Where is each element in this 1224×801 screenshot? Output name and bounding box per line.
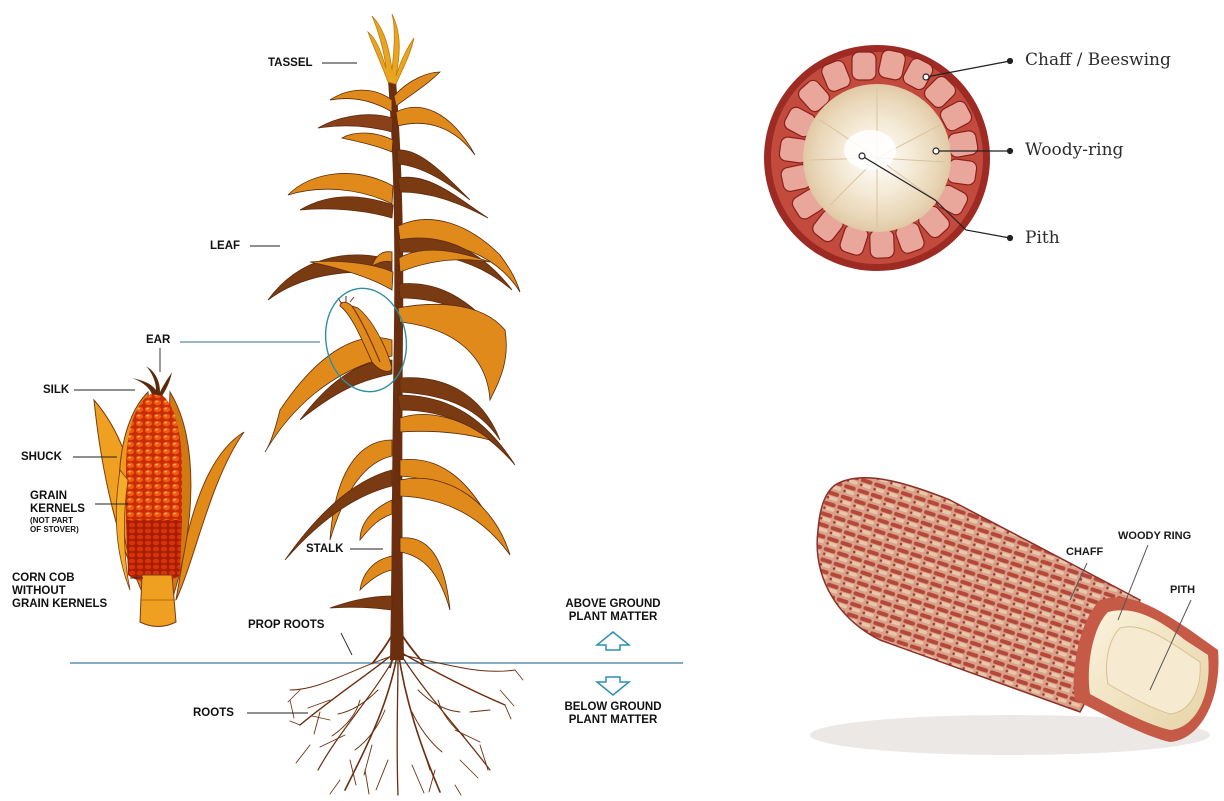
corn-cob-line-2: WITHOUT bbox=[12, 585, 107, 598]
cob-chaff-label: CHAFF bbox=[1066, 546, 1103, 558]
silk-label: SILK bbox=[43, 384, 69, 397]
tassel-label: TASSEL bbox=[268, 57, 313, 70]
ear-label: EAR bbox=[146, 334, 170, 347]
roots-graphic bbox=[288, 650, 523, 795]
down-arrow-icon bbox=[597, 677, 629, 695]
cob-photo-graphic bbox=[810, 478, 1218, 755]
pith-label: Pith bbox=[1025, 228, 1060, 248]
prop-roots-label: PROP ROOTS bbox=[248, 619, 324, 632]
below-ground-label: BELOW GROUND PLANT MATTER bbox=[538, 701, 688, 727]
grain-kernels-label: GRAIN KERNELS (NOT PART OF STOVER) bbox=[30, 490, 85, 534]
shuck-label: SHUCK bbox=[21, 451, 62, 464]
above-ground-line-1: ABOVE GROUND bbox=[538, 598, 688, 611]
woody-ring-label: Woody-ring bbox=[1025, 140, 1123, 160]
above-ground-label: ABOVE GROUND PLANT MATTER bbox=[538, 598, 688, 624]
above-ground-line-2: PLANT MATTER bbox=[538, 611, 688, 624]
cob-woody-ring-label: WOODY RING bbox=[1118, 530, 1191, 542]
corn-cob-line-1: CORN COB bbox=[12, 572, 107, 585]
chaff-beeswing-label: Chaff / Beeswing bbox=[1025, 50, 1171, 70]
corn-ear-cutaway bbox=[94, 366, 244, 627]
cob-cross-section-graphic bbox=[764, 45, 990, 271]
grain-kernels-line-1: GRAIN bbox=[30, 490, 85, 503]
below-ground-line-1: BELOW GROUND bbox=[538, 701, 688, 714]
corn-cob-label: CORN COB WITHOUT GRAIN KERNELS bbox=[12, 572, 107, 611]
corn-cob-line-3: GRAIN KERNELS bbox=[12, 598, 107, 611]
grain-kernels-line-2: KERNELS bbox=[30, 503, 85, 516]
up-arrow-icon bbox=[597, 632, 629, 650]
leaf-label: LEAF bbox=[210, 240, 240, 253]
roots-label: ROOTS bbox=[193, 707, 234, 720]
stalk-label: STALK bbox=[306, 543, 343, 556]
below-ground-line-2: PLANT MATTER bbox=[538, 714, 688, 727]
cob-pith-label: PITH bbox=[1170, 584, 1195, 596]
grain-kernels-note-2: OF STOVER) bbox=[30, 525, 85, 534]
grain-kernels-note-1: (NOT PART bbox=[30, 516, 85, 525]
